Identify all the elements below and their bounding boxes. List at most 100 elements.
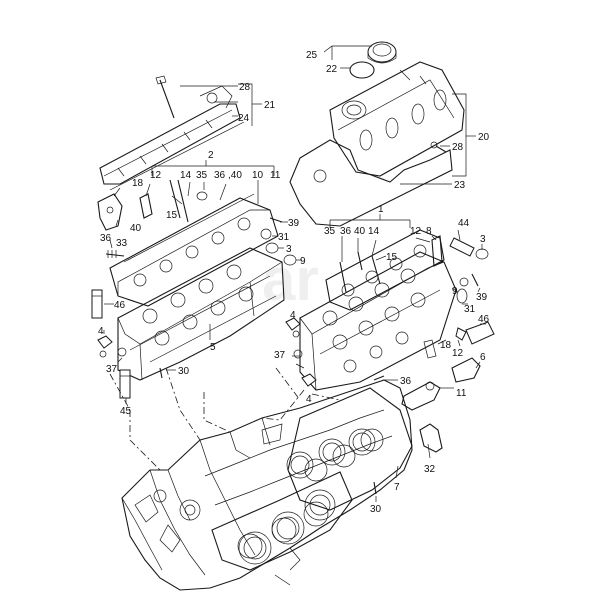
callout-46-left: 46 (114, 300, 126, 311)
callout-32: 32 (424, 464, 436, 475)
callout-30-right: 30 (370, 504, 382, 515)
callout-7: 7 (394, 482, 400, 493)
callout-44: 44 (458, 218, 470, 229)
bolt-14-left (169, 179, 189, 223)
bolt-35-right (339, 261, 347, 293)
valve-cover-gasket-right (289, 139, 453, 227)
callout-3-right: 3 (480, 234, 486, 245)
callout-5: 5 (210, 342, 216, 353)
bracket-8 (431, 235, 443, 267)
plug-35-left (196, 191, 208, 201)
bolt-28-right (430, 141, 447, 153)
seal-31-right (456, 288, 468, 304)
part-12-right (455, 327, 467, 341)
callout-14-left: 14 (180, 170, 192, 181)
valve-cover-gasket-left (109, 121, 245, 191)
assembly-lines (109, 367, 341, 471)
cap-3-right (475, 248, 489, 260)
callout-45: 45 (120, 406, 132, 417)
callout-46-right: 46 (478, 314, 490, 325)
plug-18-right (423, 339, 437, 359)
callout-11-right: 11 (456, 388, 467, 399)
callout-40-right: 40 (354, 226, 366, 237)
callout-labels: 28 21 24 25 22 20 28 23 2 14 35 36 ,40 1… (98, 50, 490, 515)
callout-15-left: 15 (166, 210, 178, 221)
washer-37-center (293, 349, 303, 359)
bolt-40-right (357, 251, 363, 271)
gasket-6 (451, 357, 481, 383)
callout-2: 2 (208, 150, 214, 161)
nut-4-right (301, 373, 317, 387)
nut-4-center (285, 317, 301, 338)
watermark-text: ar (262, 246, 319, 313)
bracket-32 (419, 423, 443, 453)
callout-14-right: 14 (368, 226, 380, 237)
callout-28-right: 28 (452, 142, 464, 153)
cylinder-head-right (299, 251, 457, 391)
nut-4-left (97, 335, 113, 358)
callout-39-right: 39 (476, 292, 488, 303)
callout-30-left: 30 (178, 366, 190, 377)
stud-33 (105, 250, 125, 258)
bolt-39-right (471, 273, 479, 287)
sensor-46-left (91, 289, 103, 319)
callout-25: 25 (306, 50, 318, 61)
bolt-28-left (155, 75, 175, 119)
callout-37-left: 37 (106, 364, 118, 375)
valve-cover-left (99, 85, 241, 185)
bolt-36-right (373, 375, 385, 381)
callout-4-center: 4 (306, 394, 312, 405)
camshaft-carrier-left (109, 193, 279, 307)
callout-28-left: 28 (239, 82, 251, 93)
callout-20: 20 (478, 132, 490, 143)
oil-filler-cap (367, 41, 397, 64)
sensor-45 (119, 369, 131, 399)
callout-6: 6 (480, 352, 486, 363)
callout-37-center: 37 (274, 350, 286, 361)
callout-40-left: ,40 (228, 170, 242, 181)
callout-21: 21 (264, 100, 276, 111)
callout-24: 24 (238, 113, 250, 124)
callout-33: 33 (116, 238, 128, 249)
gasket-11-right (401, 381, 441, 411)
callout-12-right: 12 (410, 226, 422, 237)
valve-cover-right (329, 61, 465, 177)
callout-11-left: 11 (270, 170, 281, 181)
callout-35-left: 35 (196, 170, 208, 181)
callout-35-right: 35 (324, 226, 336, 237)
callout-22: 22 (326, 64, 338, 75)
callout-18-left: 18 (132, 178, 144, 189)
callout-23: 23 (454, 180, 466, 191)
bolt-15-right (371, 255, 381, 285)
callout-12-left: 12 (150, 170, 162, 181)
callout-3-left: 3 (286, 244, 292, 255)
callout-36-left-b: 36 (100, 233, 112, 244)
callout-4-left: 4 (98, 326, 104, 337)
callout-18-right: 18 (440, 340, 452, 351)
callout-31-right: 31 (464, 304, 476, 315)
plug-9-right (459, 277, 469, 287)
engine-block (121, 379, 413, 591)
callout-39-left: 39 (288, 218, 300, 229)
callout-40-left-b: 40 (130, 223, 142, 234)
callout-15-right: 15 (386, 252, 398, 263)
cylinder-head-left (117, 247, 285, 381)
callout-31-left: 31 (278, 232, 290, 243)
seal-31-left (260, 228, 272, 240)
callout-36-right-b: 36 (400, 376, 412, 387)
callout-9-left: 9 (300, 256, 306, 267)
callout-1: 1 (378, 204, 384, 215)
bracket-18-left (97, 193, 123, 231)
bolt-39-left (269, 217, 283, 223)
head-gasket-right (287, 387, 413, 511)
pin-30-right (373, 481, 377, 495)
seal-ring-22 (349, 61, 375, 79)
pin-30-left (159, 367, 163, 379)
leader-lines (103, 45, 486, 502)
callout-9-right: 9 (452, 286, 458, 297)
callout-36-right: 36 (340, 226, 352, 237)
callout-10: 10 (252, 170, 264, 181)
camshaft-carrier-right (325, 229, 445, 311)
sensor-46-right (465, 321, 495, 345)
